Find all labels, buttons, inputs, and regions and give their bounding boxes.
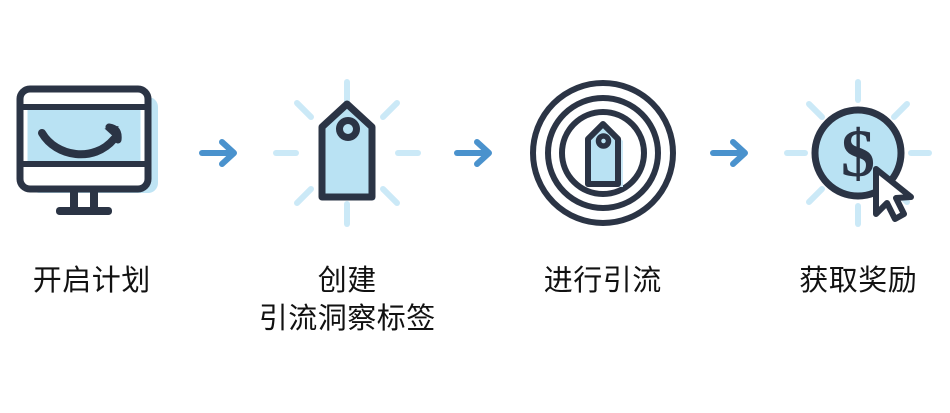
flow-step-3-label-line1: 进行引流 (543, 265, 662, 297)
connector-2 (439, 78, 511, 228)
flow-step-2: 创建 引流洞察标签 (256, 78, 440, 339)
svg-text:$: $ (841, 115, 875, 191)
price-tag-broadcast-rings-icon (518, 78, 688, 228)
arrow-right-icon (709, 135, 753, 171)
flow-step-3-label: 进行引流 (544, 262, 662, 300)
dollar-coin-cursor-icon: $ (773, 78, 943, 228)
flow-step-2-label-line2: 引流洞察标签 (258, 303, 436, 336)
flow-step-4: $ 获取奖励 (767, 78, 950, 300)
price-tag-shining-icon (262, 78, 432, 228)
flow-step-4-label: 获取奖励 (799, 262, 917, 300)
arrow-right-icon (453, 135, 497, 171)
flow-step-1: 开启计划 (0, 78, 184, 300)
flow-step-1-label-line1: 开启计划 (32, 265, 151, 297)
flow-step-2-label: 创建 引流洞察标签 (259, 262, 436, 339)
flow-step-3: 进行引流 (511, 78, 695, 300)
connector-3 (695, 78, 767, 228)
flow-step-1-label: 开启计划 (33, 262, 151, 300)
flow-step-2-label-line1: 创建 (317, 265, 377, 297)
desktop-monitor-amazon-smile-icon (7, 78, 177, 228)
flow-step-4-label-line1: 获取奖励 (799, 265, 918, 297)
arrow-right-icon (198, 135, 242, 171)
connector-1 (184, 78, 256, 228)
